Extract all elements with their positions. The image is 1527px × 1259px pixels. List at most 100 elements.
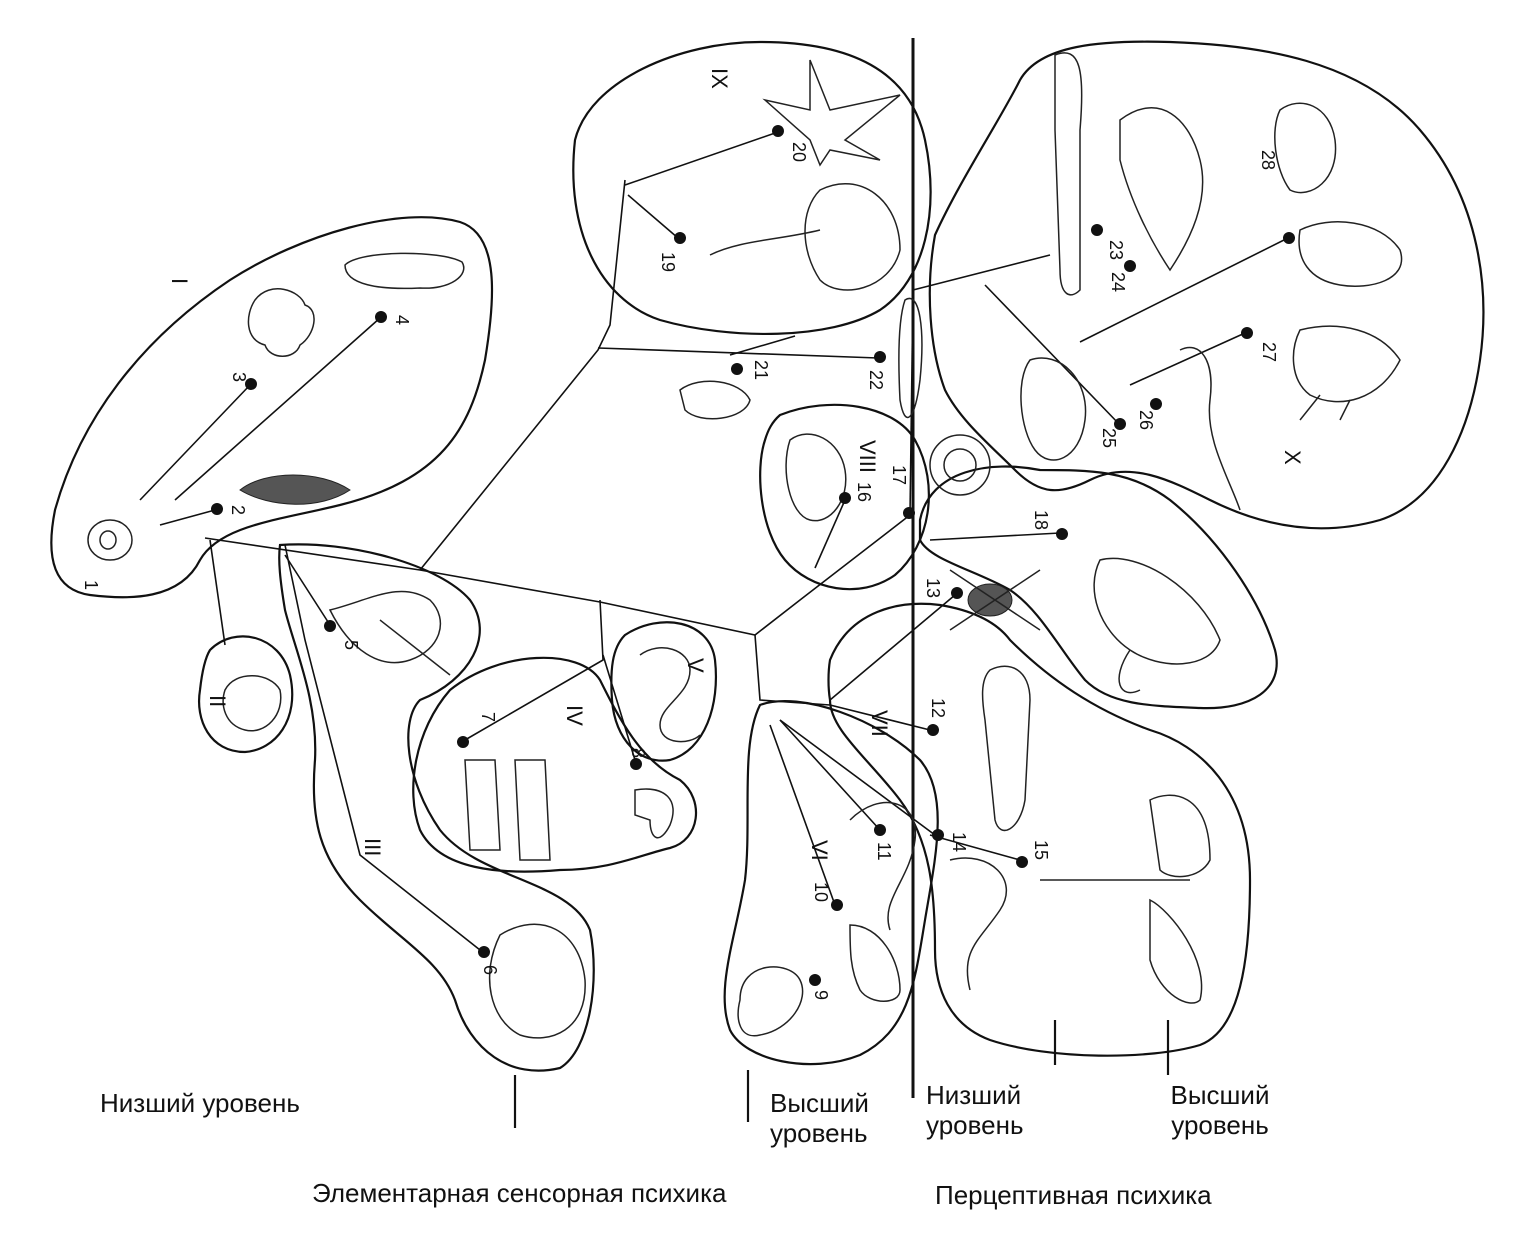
branch-to-8 [602, 654, 636, 761]
organism-number-27: 27 [1259, 342, 1279, 362]
branch-to-16 [814, 499, 846, 569]
organism-sketch-28-mammals [1274, 102, 1403, 287]
marker-dot-3 [245, 378, 257, 390]
organism-number-5: 5 [341, 640, 361, 650]
branch-to-11 [779, 719, 881, 831]
organism-number-11: 11 [874, 842, 894, 861]
organism-sketch-14-millipede [949, 857, 1007, 991]
organism-number-2: 2 [228, 505, 248, 515]
marker-dot-10 [831, 899, 843, 911]
organism-sketch-21-small-animal [679, 380, 751, 420]
organism-sketch-9-worms [737, 924, 901, 1037]
organism-sketch-25-frog [1020, 357, 1087, 461]
branch-to-III [284, 544, 481, 951]
organism-number-13: 13 [923, 578, 943, 598]
label-perceptive-higher-line2: уровень [1171, 1110, 1269, 1140]
branch-to-13 [829, 594, 956, 701]
organism-sketch-16-mollusc [785, 433, 847, 522]
marker-dot-26 [1150, 398, 1162, 410]
organism-number-3: 3 [229, 372, 249, 382]
group-outline-VIII [759, 403, 930, 591]
group-outline-II [198, 635, 294, 754]
organism-number-19: 19 [658, 252, 678, 272]
branch-to-10 [769, 724, 836, 906]
group-label-I: I [167, 278, 192, 284]
label-elementary-lower-level: Низший уровень [100, 1088, 300, 1118]
organism-number-4: 4 [392, 315, 412, 325]
group-label-VII: VII [867, 710, 892, 737]
organism-number-7: 7 [478, 712, 498, 722]
marker-dot-9 [809, 974, 821, 986]
organism-number-15: 15 [1031, 840, 1051, 860]
branch-to-25 [984, 284, 1121, 426]
branch-to-14 [779, 719, 936, 836]
marker-dot-27 [1241, 327, 1253, 339]
group-outline-VII [827, 602, 1252, 1057]
branch-to-5 [284, 554, 331, 626]
organism-sketch-19-sea-lily [709, 183, 901, 291]
branch-to-23 [912, 254, 1051, 291]
organism-number-23: 23 [1106, 240, 1126, 260]
organism-number-16: 16 [854, 482, 874, 502]
group-outline-X [928, 40, 1485, 530]
organism-number-1: 1 [81, 580, 101, 590]
label-stage-elementary-sensory: Элементарная сенсорная психика [312, 1178, 727, 1208]
organism-sketch-3-amoeba [247, 288, 315, 357]
organism-sketch-18-squid [1093, 557, 1221, 694]
marker-dot-6 [478, 946, 490, 958]
marker-dot-17 [903, 507, 915, 519]
organism-sketch-8 [634, 788, 674, 839]
organism-number-18: 18 [1031, 510, 1051, 530]
marker-dot-12 [927, 724, 939, 736]
organism-sketch-7-flatworm [464, 759, 551, 861]
organism-sketch-23-eel [1054, 52, 1083, 296]
marker-dot-21 [731, 363, 743, 375]
branch-to-IV-V [464, 599, 604, 741]
branch-to-19 [627, 194, 679, 239]
group-outline-V [610, 621, 717, 762]
organism-number-17: 17 [889, 465, 909, 485]
branch-to-IX [419, 179, 626, 571]
marker-dot-7 [457, 736, 469, 748]
label-elementary-higher-line2: уровень [770, 1118, 868, 1148]
branch-to-II [209, 539, 226, 646]
marker-dot-28 [1283, 232, 1295, 244]
organism-number-26: 26 [1136, 410, 1156, 430]
branch-to-28 [1079, 237, 1289, 343]
organism-number-8: 8 [628, 748, 648, 758]
branch-to-4 [174, 317, 381, 501]
group-outline-IV [412, 656, 698, 873]
organism-number-25: 25 [1099, 428, 1119, 448]
marker-dot-8 [630, 758, 642, 770]
organism-sketch-2-euglena [239, 474, 351, 505]
branch-trunk [204, 514, 911, 636]
organism-sketch-17-snail [929, 434, 991, 496]
branch-spine-up [909, 289, 914, 516]
group-label-VIII: VIII [855, 440, 880, 473]
marker-dot-14 [932, 829, 944, 841]
group-label-III: III [360, 838, 385, 856]
organism-sketch-13-spider [949, 569, 1041, 631]
label-perceptive-higher-level: Высший уровень [1150, 1080, 1290, 1140]
organism-sketch-24-fish [1119, 107, 1204, 272]
group-label-X: X [1280, 450, 1305, 465]
branch-to-3 [139, 384, 251, 501]
organism-sketch-26-lizard [1179, 346, 1241, 511]
organism-number-28: 28 [1258, 150, 1278, 170]
organism-sketch-V-worm [639, 647, 701, 743]
organism-number-21: 21 [751, 360, 771, 380]
branch-to-27 [1129, 332, 1246, 386]
organism-sketch-20-starfish [762, 59, 901, 167]
marker-dot-15 [1016, 856, 1028, 868]
organism-sketch-11-centipede [849, 801, 917, 931]
organism-number-20: 20 [789, 142, 809, 162]
marker-dot-4 [375, 311, 387, 323]
group-outline-cephalopod [918, 465, 1278, 710]
marker-dot-19 [674, 232, 686, 244]
branch-to-21 [729, 335, 796, 356]
marker-dot-2 [211, 503, 223, 515]
branch-to-12 [829, 704, 931, 731]
organism-number-10: 10 [811, 882, 831, 902]
group-label-IV: IV [562, 705, 587, 726]
marker-dot-23 [1091, 224, 1103, 236]
